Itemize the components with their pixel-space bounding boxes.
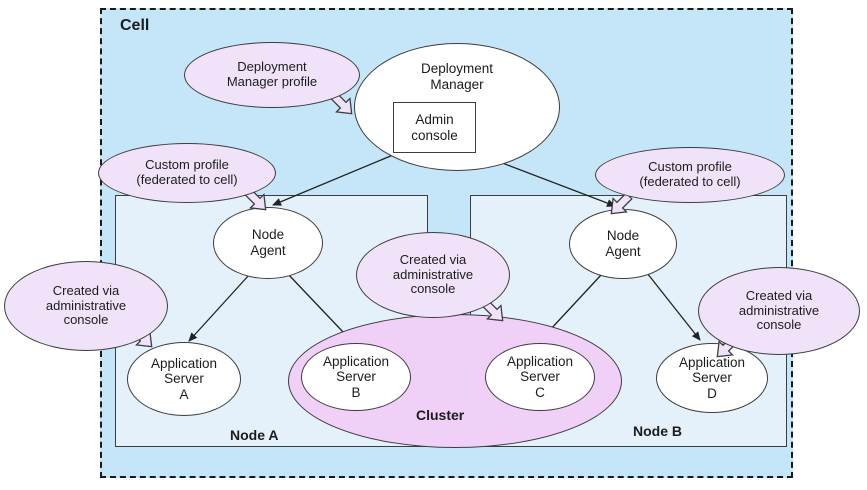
callout-created-center: Created via administrative console — [356, 232, 510, 318]
node-agent-b-ellipse: Node Agent — [569, 209, 677, 279]
node-b-label: Node B — [633, 423, 682, 439]
callout-created-left-label: Created via administrative console — [45, 282, 127, 328]
admin-console-label: Admin console — [411, 111, 458, 143]
callout-custom-profile-right: Custom profile (federated to cell) — [595, 147, 785, 203]
cluster-label: Cluster — [416, 407, 465, 423]
callout-custom-profile-left: Custom profile (federated to cell) — [98, 143, 276, 203]
app-server-c-label: Application Server C — [506, 353, 574, 400]
app-server-d-ellipse: Application Server D — [656, 343, 768, 413]
callout-custom-profile-right-label: Custom profile (federated to cell) — [639, 159, 741, 189]
app-server-d-label: Application Server D — [678, 354, 746, 401]
cell-label: Cell — [120, 17, 150, 34]
node-agent-a-label: Node Agent — [250, 227, 286, 258]
callout-dm-profile-label: Deployment Manager profile — [226, 59, 318, 89]
app-server-a-ellipse: Application Server A — [127, 342, 241, 416]
callout-custom-profile-left-label: Custom profile (federated to cell) — [136, 157, 238, 187]
callout-created-center-label: Created via administrative console — [392, 251, 474, 297]
callout-dm-profile: Deployment Manager profile — [184, 42, 360, 108]
node-agent-a-ellipse: Node Agent — [213, 207, 323, 279]
admin-console-box: Admin console — [393, 102, 476, 153]
callout-created-right-label: Created via administrative console — [738, 287, 820, 333]
app-server-b-ellipse: Application Server B — [301, 343, 411, 411]
node-a-label: Node A — [230, 427, 279, 443]
deployment-manager-label: Deployment Manager — [420, 61, 494, 92]
app-server-c-ellipse: Application Server C — [485, 343, 595, 411]
app-server-a-label: Application Server A — [150, 355, 218, 402]
app-server-b-label: Application Server B — [322, 353, 390, 400]
node-agent-b-label: Node Agent — [605, 228, 641, 259]
callout-created-left: Created via administrative console — [4, 261, 168, 351]
callout-created-right: Created via administrative console — [698, 267, 860, 355]
